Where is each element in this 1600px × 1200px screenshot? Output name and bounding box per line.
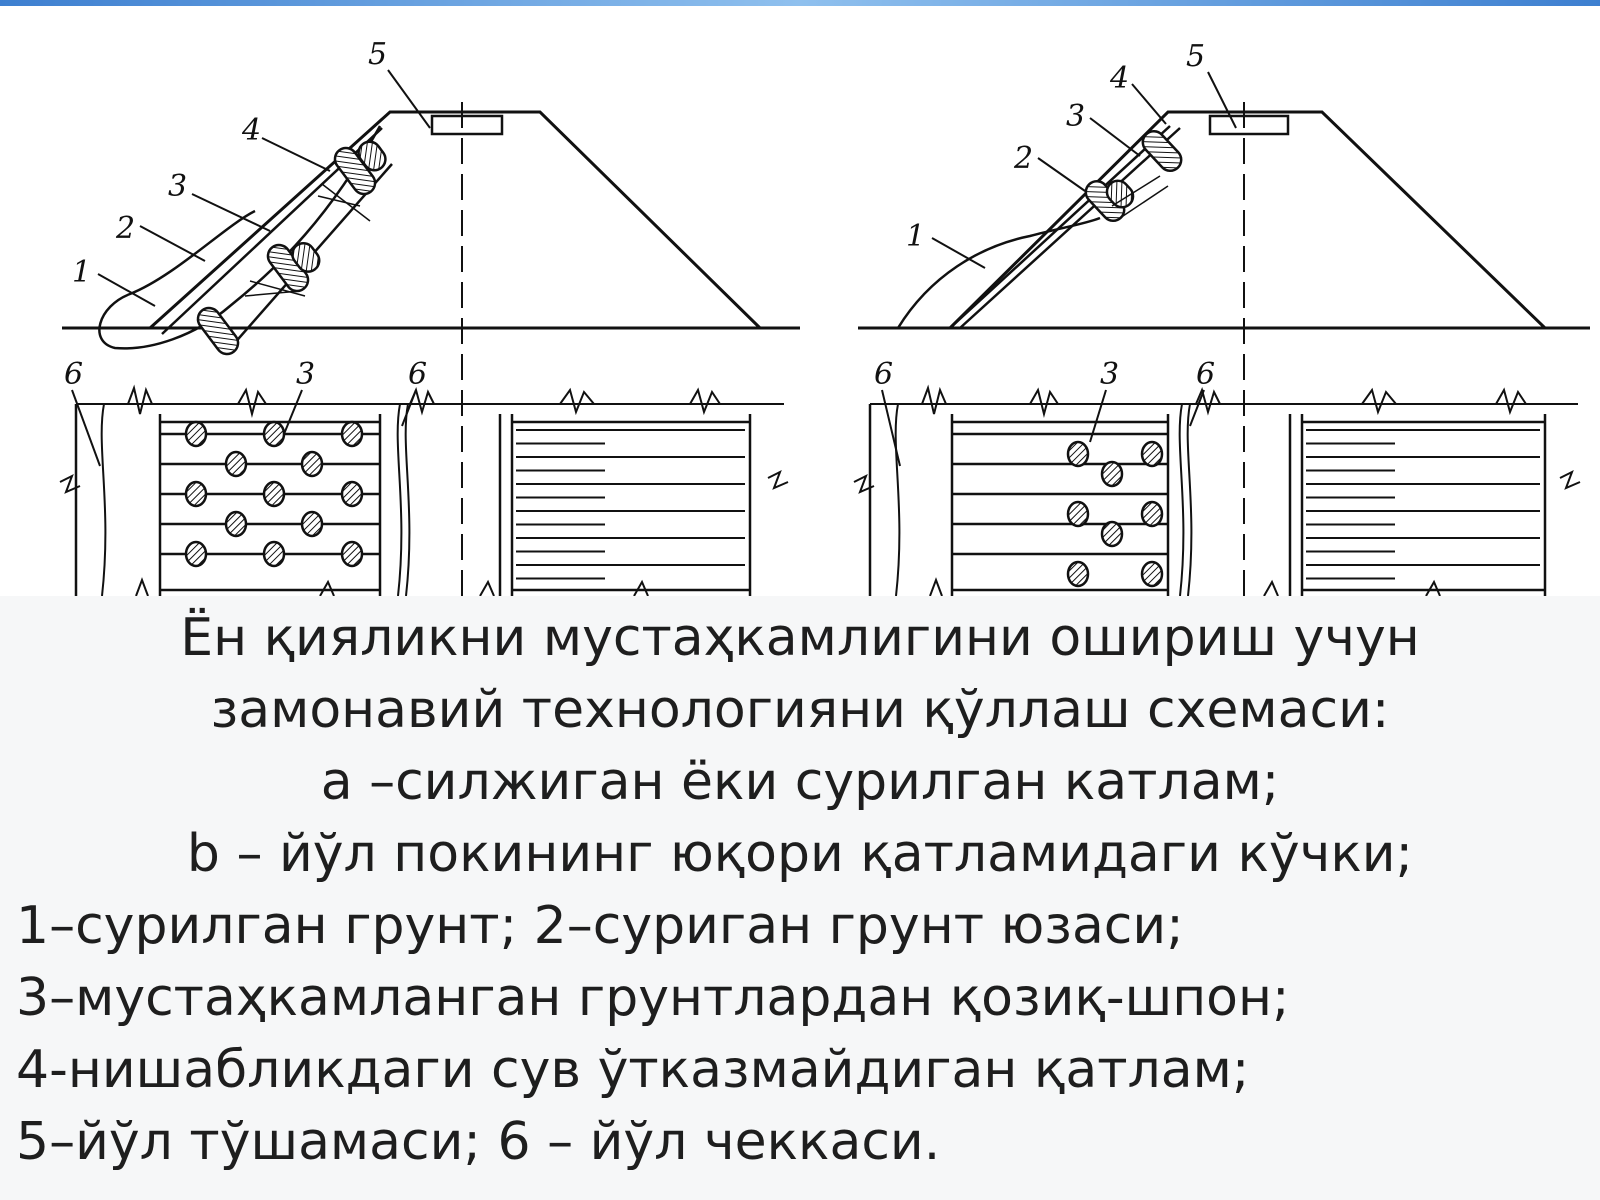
right-road-edge <box>1178 403 1185 596</box>
right-callout-3: 3 <box>1066 99 1085 134</box>
left-pile-1 <box>196 306 240 356</box>
caption-legend-1-2: 1–сурилган грунт; 2–суриган грунт юзаси; <box>16 896 1184 956</box>
left-pile-5 <box>357 140 387 172</box>
left-road-edge <box>100 403 107 596</box>
left-plan-label-6b: 6 <box>408 357 427 392</box>
left-callout-5: 5 <box>368 37 387 72</box>
right-embankment-profile <box>948 110 1547 330</box>
right-leader-5 <box>1207 71 1237 129</box>
left-callout-2: 2 <box>115 211 135 246</box>
caption-legend-4: 4-нишабликдаги сув ўтказмайдиган қатлам; <box>16 1040 1250 1100</box>
right-sheet-pile-line <box>959 127 1181 329</box>
right-plan-label-6b: 6 <box>1196 357 1215 392</box>
left-leader-3 <box>191 193 271 232</box>
left-callout-numbers: 1 2 3 4 5 <box>72 37 387 290</box>
slope-reinforcement-diagram: 1 2 3 4 5 6 <box>59 37 1590 596</box>
left-plan-pile <box>184 540 208 568</box>
right-leader-2 <box>1037 157 1086 192</box>
left-plan-view <box>59 384 789 596</box>
left-embankment-profile <box>148 110 762 330</box>
left-plan-pile <box>224 450 248 478</box>
right-plan-view <box>853 384 1581 596</box>
right-plan-labels: 6 3 6 <box>874 357 1215 467</box>
right-plan-pile <box>1140 500 1164 528</box>
right-pavement <box>1208 114 1290 136</box>
caption-title-line-1: Ён қияликни мустаҳкамлигини ошириш учун <box>180 608 1420 668</box>
right-plan-rows <box>952 432 1168 556</box>
left-tie-line <box>249 280 306 297</box>
caption-legend-5-6: 5–йўл тўшамаси; 6 – йўл чеккаси. <box>16 1112 941 1172</box>
right-plan-piles <box>1066 440 1164 588</box>
left-slid-soil-mass <box>98 125 382 350</box>
right-road-edge <box>894 403 901 596</box>
left-callout-4: 4 <box>241 113 261 148</box>
right-callout-2: 2 <box>1013 141 1033 176</box>
right-pile-3 <box>1105 179 1135 209</box>
left-tie-line <box>317 195 361 207</box>
left-callout-1: 1 <box>72 255 91 290</box>
left-leader-1 <box>97 273 156 307</box>
right-plan-label-6a: 6 <box>874 357 893 392</box>
left-pile-4 <box>291 241 321 273</box>
left-plan-pile <box>262 420 286 448</box>
top-accent-bar <box>0 0 1600 6</box>
left-plan-lines <box>516 429 745 580</box>
left-plan-pile <box>262 480 286 508</box>
caption-panel: Ён қияликни мустаҳкамлигини ошириш учун … <box>0 596 1600 1200</box>
right-plan-lines <box>1306 429 1540 580</box>
right-plan-pile <box>1066 440 1090 468</box>
right-callout-numbers: 1 2 3 4 5 <box>906 39 1205 254</box>
left-plan-pile <box>340 420 364 448</box>
left-road-edge <box>404 403 411 596</box>
right-callout-1: 1 <box>906 219 925 254</box>
right-plan-pile <box>1100 520 1124 548</box>
caption-title-line-2: замонавий технологияни қўллаш схемаси: <box>210 680 1390 740</box>
left-plan-pile <box>184 420 208 448</box>
left-plan-pile <box>340 540 364 568</box>
left-plan-labels: 6 3 6 <box>64 357 427 467</box>
left-leader-5 <box>387 69 431 129</box>
right-plan-pile <box>1066 500 1090 528</box>
left-plan-pile <box>262 540 286 568</box>
left-pavement <box>430 114 504 136</box>
caption-legend-3: 3–мустаҳкамланган грунтлардан қозиқ-шпон… <box>16 968 1290 1028</box>
left-plan-pile <box>184 480 208 508</box>
right-callout-5: 5 <box>1186 39 1205 74</box>
right-plan-label-3: 3 <box>1100 357 1119 392</box>
left-plan-pile <box>300 510 324 538</box>
left-plan-label-6a: 6 <box>64 357 83 392</box>
left-road-edge <box>396 403 403 596</box>
right-road-edge <box>1186 403 1193 596</box>
right-plan-pile <box>1140 560 1164 588</box>
right-pile-2 <box>1141 129 1183 173</box>
left-plan-pile <box>300 450 324 478</box>
caption-legend-b: b – йўл покининг юқори қатламидаги кўчки… <box>186 824 1414 884</box>
right-callout-4: 4 <box>1109 61 1129 96</box>
right-sheet-pile-line <box>949 125 1171 329</box>
left-leader-2 <box>139 225 206 262</box>
right-slid-soil-mass <box>896 216 1101 329</box>
right-leader-3 <box>1089 117 1141 157</box>
right-plan-pile <box>1066 560 1090 588</box>
left-plan-pile <box>224 510 248 538</box>
caption-legend-a: а –силжиган ёки сурилган катлам; <box>320 752 1280 812</box>
left-callout-3: 3 <box>168 169 187 204</box>
right-plan-pile <box>1140 440 1164 468</box>
left-tie-line <box>321 183 371 222</box>
right-leader-4 <box>1131 83 1167 125</box>
right-section-view <box>858 71 1590 596</box>
left-leader-4 <box>261 137 331 172</box>
left-section-view <box>62 69 800 596</box>
left-plan-label-3: 3 <box>296 357 315 392</box>
left-plan-pile <box>340 480 364 508</box>
right-plan-pile <box>1100 460 1124 488</box>
left-plan-piles <box>184 420 364 568</box>
right-leader-1 <box>931 237 986 269</box>
